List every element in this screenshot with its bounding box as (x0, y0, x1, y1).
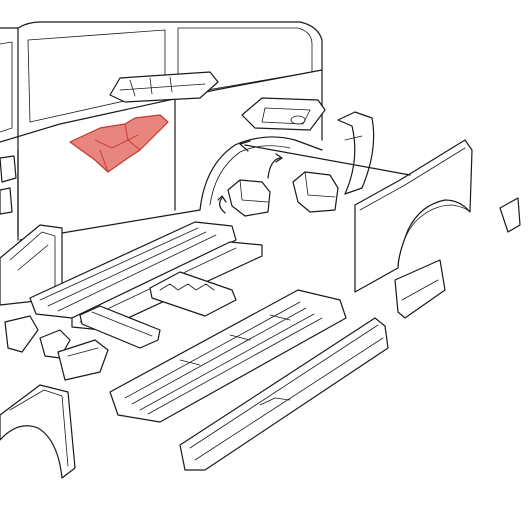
rear-corner-panel (337, 111, 375, 195)
left-small-brackets (4, 315, 109, 381)
vehicle-body (0, 21, 323, 241)
wheel-arch-bracket-right (292, 171, 339, 213)
assembly-arrows (217, 140, 411, 214)
left-side-brackets (0, 155, 17, 215)
floor-panel-highlighted (69, 114, 169, 173)
sill-panel (179, 317, 389, 471)
wheel-arch-bracket-left (227, 179, 271, 217)
seat-box-panel (241, 97, 326, 131)
rear-side-panel (354, 139, 473, 293)
main-floor-panel (109, 289, 347, 423)
left-wheel-arch (0, 384, 76, 479)
floor-crossmember-upper (149, 271, 237, 317)
crossmember-bar (79, 305, 161, 349)
floor-longitudinals (29, 221, 263, 331)
right-edge-bracket (499, 197, 521, 233)
lower-right-panel (394, 259, 446, 319)
upper-shelf-panel (109, 71, 219, 103)
